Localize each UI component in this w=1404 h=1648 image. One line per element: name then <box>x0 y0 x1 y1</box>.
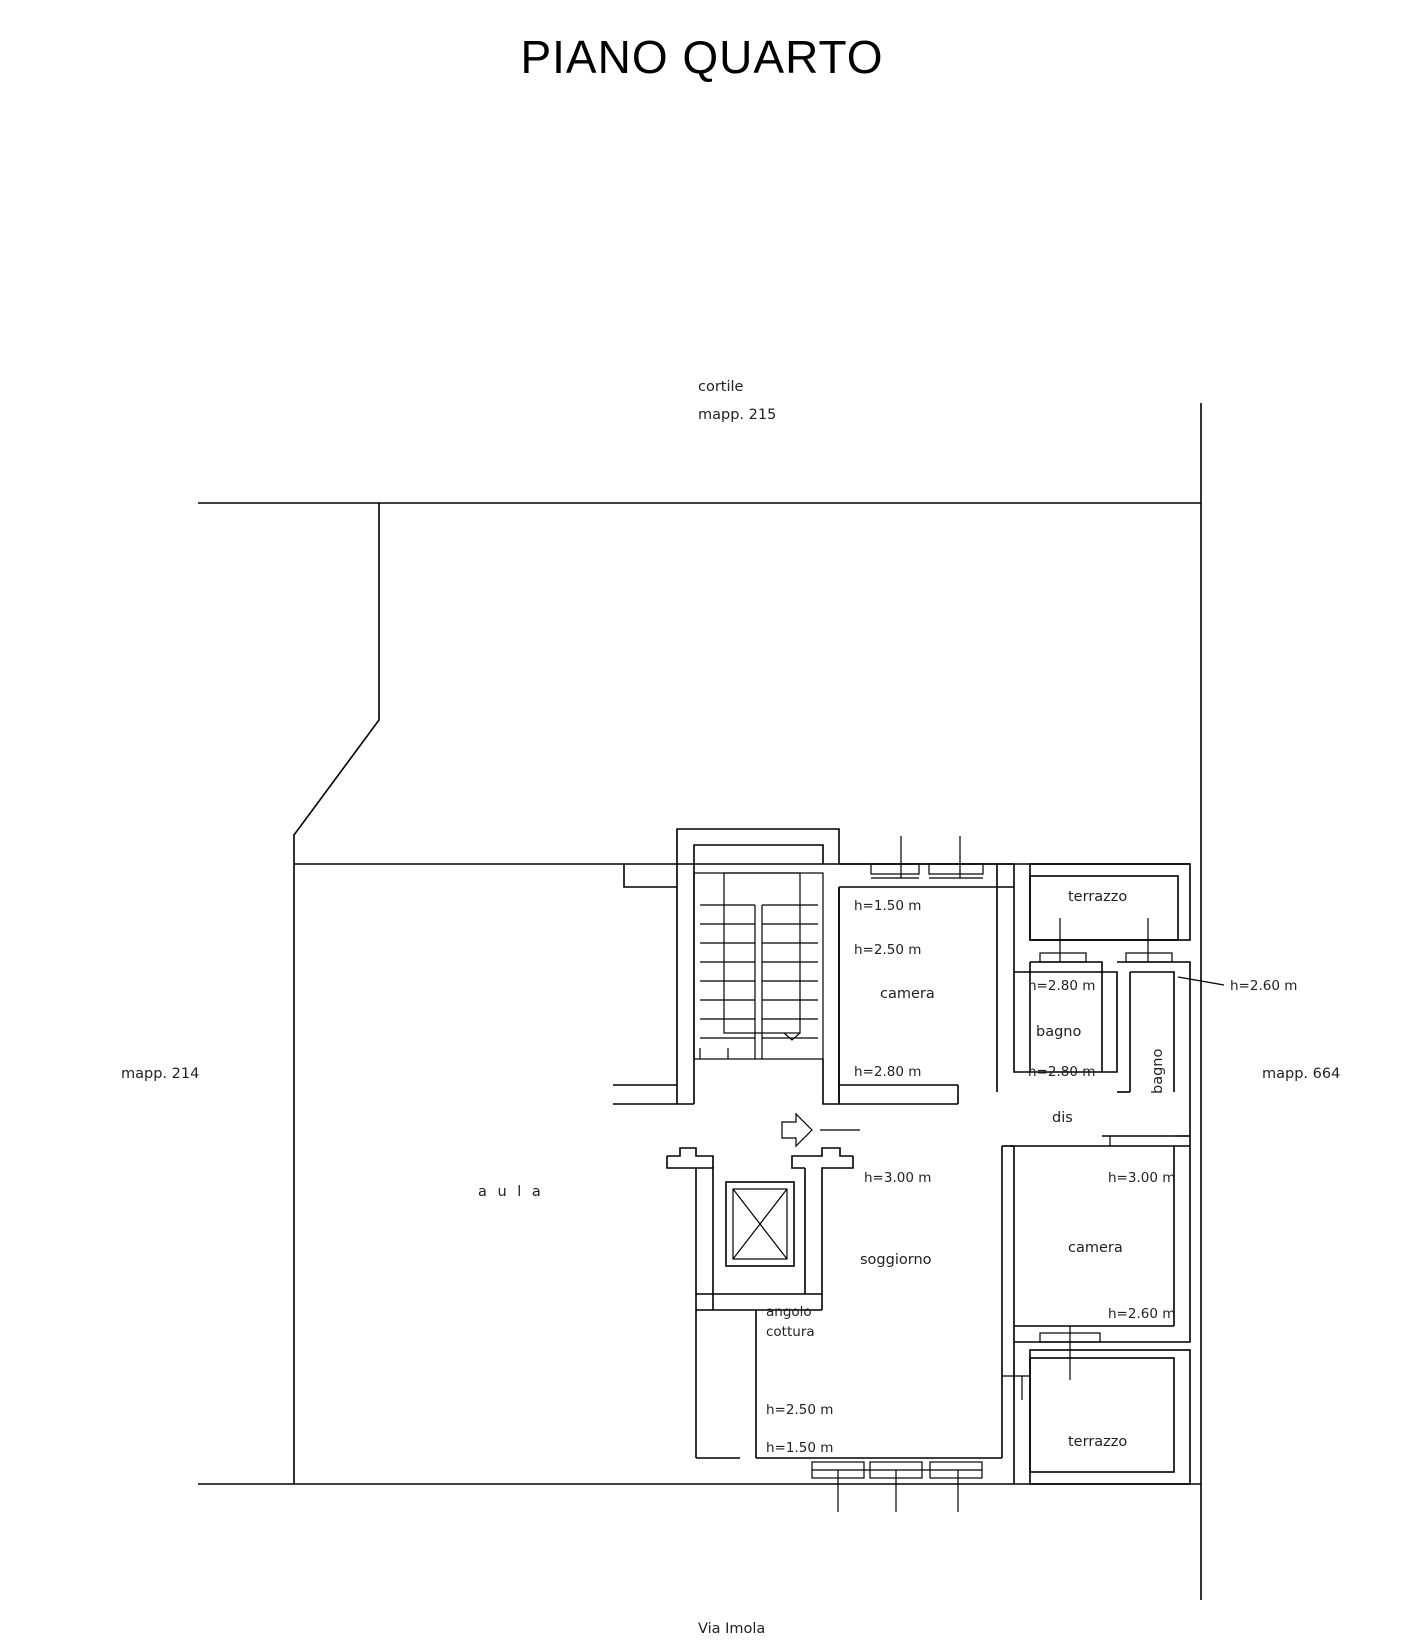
page-title: PIANO QUARTO <box>520 31 884 83</box>
height-camera-right-top: h=3.00 m <box>1108 1170 1175 1186</box>
room-bagno-1: bagno <box>1036 1024 1081 1040</box>
room-terrazzo-bottom: terrazzo <box>1068 1434 1127 1450</box>
room-disimpegno: dis <box>1052 1110 1073 1126</box>
room-camera-right: camera <box>1068 1240 1123 1256</box>
courtyard-parcel-label: mapp. 215 <box>698 407 776 423</box>
apartment-walls <box>695 836 1225 1512</box>
height-soggiorno-top: h=3.00 m <box>864 1170 931 1186</box>
height-camera-top-3: h=2.80 m <box>854 1064 921 1080</box>
lift-shaft <box>666 1147 854 1311</box>
room-soggiorno: soggiorno <box>860 1252 932 1268</box>
entrance-arrow-icon <box>781 1112 860 1148</box>
height-bagno1-bottom: h=2.80 m <box>1028 1064 1095 1080</box>
height-bagno2-side: h=2.60 m <box>1230 978 1297 994</box>
height-camera-right-bottom: h=2.60 m <box>1108 1306 1175 1322</box>
site-boundaries <box>198 403 1202 1600</box>
courtyard-label: cortile <box>698 379 744 395</box>
parcel-left-label: mapp. 214 <box>121 1066 199 1082</box>
height-camera-top-2: h=2.50 m <box>854 942 921 958</box>
room-angolo-label: angolo <box>766 1304 812 1320</box>
height-bagno1-top: h=2.80 m <box>1028 978 1095 994</box>
height-camera-top-1: h=1.50 m <box>854 898 921 914</box>
parcel-right-label: mapp. 664 <box>1262 1066 1340 1082</box>
room-terrazzo-top: terrazzo <box>1068 889 1127 905</box>
room-bagno-2: bagno <box>1150 1049 1166 1094</box>
room-aula: a u l a <box>478 1184 544 1200</box>
height-soggiorno-bottom-2: h=1.50 m <box>766 1440 833 1456</box>
room-camera-top: camera <box>880 986 935 1002</box>
height-soggiorno-bottom-1: h=2.50 m <box>766 1402 833 1418</box>
stairwell <box>613 828 840 1105</box>
street-label: Via Imola <box>698 1621 765 1637</box>
room-cottura-label: cottura <box>766 1324 815 1340</box>
